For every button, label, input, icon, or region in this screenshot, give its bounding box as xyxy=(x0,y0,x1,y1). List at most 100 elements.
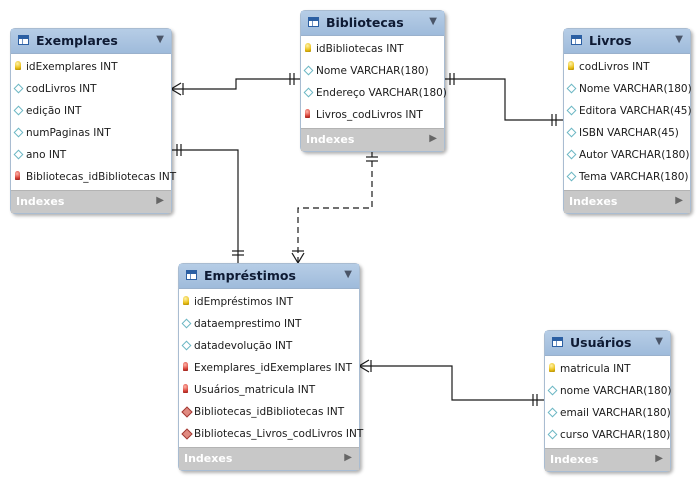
column-label: Editora VARCHAR(45) xyxy=(579,105,692,117)
column-label: nome VARCHAR(180) xyxy=(560,385,672,397)
relationship-bibliotecas-emprestimos xyxy=(297,151,373,263)
column-label: curso VARCHAR(180) xyxy=(560,429,671,441)
indexes-section[interactable]: Indexes▶ xyxy=(545,448,670,471)
column-label: numPaginas INT xyxy=(26,127,111,139)
column-row[interactable]: matricula INT xyxy=(545,358,670,380)
column-row[interactable]: edição INT xyxy=(11,100,171,122)
column-row[interactable]: codLivros INT xyxy=(11,78,171,100)
column-row[interactable]: ano INT xyxy=(11,144,171,166)
column-icon xyxy=(181,340,192,351)
collapse-arrow-icon[interactable]: ▼ xyxy=(429,16,437,27)
column-row[interactable]: Tema VARCHAR(180) xyxy=(564,166,690,188)
table-bibliotecas[interactable]: Bibliotecas ▼ idBibliotecas INT Nome VARCHA… xyxy=(300,10,447,152)
column-icon xyxy=(13,149,24,160)
table-header[interactable]: Bibliotecas ▼ xyxy=(301,11,444,36)
column-row[interactable]: datadevolução INT xyxy=(179,335,359,357)
column-row[interactable]: numPaginas INT xyxy=(11,122,171,144)
foreign-key-icon xyxy=(305,109,310,118)
column-row[interactable]: Nome VARCHAR(180) xyxy=(301,60,444,82)
column-row[interactable]: Editora VARCHAR(45) xyxy=(564,100,692,122)
expand-arrow-icon[interactable]: ▶ xyxy=(344,452,352,463)
column-label: ISBN VARCHAR(45) xyxy=(579,127,679,139)
column-icon xyxy=(303,87,314,98)
expand-arrow-icon[interactable]: ▶ xyxy=(655,453,663,464)
column-list: codLivros INT Nome VARCHAR(180) Editora VA… xyxy=(564,54,692,190)
indexes-section[interactable]: Indexes ▶ xyxy=(301,128,444,151)
column-list: idExemplares INT codLivros INT edição INT n… xyxy=(11,54,176,190)
collapse-arrow-icon[interactable]: ▼ xyxy=(655,336,663,347)
collapse-arrow-icon[interactable]: ▼ xyxy=(156,34,164,45)
column-row[interactable]: Usuários_matricula INT xyxy=(179,379,359,401)
column-row[interactable]: idBibliotecas INT xyxy=(301,38,444,60)
column-label: ano INT xyxy=(26,149,67,161)
relationship-exemplares-emprestimos xyxy=(171,149,239,263)
table-icon xyxy=(571,35,582,45)
expand-arrow-icon[interactable]: ▶ xyxy=(429,133,437,144)
column-row[interactable]: Exemplares_idExemplares INT xyxy=(179,357,359,379)
column-icon xyxy=(13,83,24,94)
column-label: codLivros INT xyxy=(26,83,97,95)
column-row[interactable]: Bibliotecas_idBibliotecas INT xyxy=(11,166,176,188)
table-exemplares[interactable]: Exemplares▼ idExemplares INT codLivros INT… xyxy=(10,28,176,214)
relationship-exemplares-bibliotecas xyxy=(171,78,300,90)
table-header[interactable]: Exemplares▼ xyxy=(11,29,171,54)
table-icon xyxy=(18,35,29,45)
column-row[interactable]: idExemplares INT xyxy=(11,56,171,78)
table-usuarios[interactable]: Usuários ▼ matricula INT nome VARCHAR(180) e… xyxy=(544,330,672,472)
column-icon xyxy=(547,385,558,396)
column-row[interactable]: codLivros INT xyxy=(564,56,690,78)
column-label: Exemplares_idExemplares INT xyxy=(194,362,353,374)
table-icon xyxy=(308,17,319,27)
column-icon xyxy=(303,65,314,76)
column-row[interactable]: Livros_codLivros INT xyxy=(301,104,444,126)
column-label: Bibliotecas_Livros_codLivros INT xyxy=(194,428,364,440)
column-row[interactable]: curso VARCHAR(180) xyxy=(545,424,670,446)
column-label: Nome VARCHAR(180) xyxy=(579,83,692,95)
column-label: codLivros INT xyxy=(579,61,650,73)
table-name: Bibliotecas xyxy=(326,15,404,30)
column-label: Tema VARCHAR(180) xyxy=(579,171,689,183)
collapse-arrow-icon[interactable]: ▼ xyxy=(344,269,352,280)
column-row[interactable]: Autor VARCHAR(180) xyxy=(564,144,690,166)
column-row[interactable]: email VARCHAR(180) xyxy=(545,402,671,424)
foreign-key-icon xyxy=(15,171,20,180)
column-icon xyxy=(13,105,24,116)
indexes-label: Indexes xyxy=(569,195,618,208)
table-header[interactable]: Livros▼ xyxy=(564,29,690,54)
table-name: Usuários xyxy=(570,335,632,350)
column-label: idExemplares INT xyxy=(26,61,118,73)
column-row[interactable]: Endereço VARCHAR(180) xyxy=(301,82,447,104)
table-emprestimos[interactable]: Empréstimos▼ idEmpréstimos INT dataemprest… xyxy=(178,263,363,471)
column-label: idEmpréstimos INT xyxy=(194,296,293,308)
column-row[interactable]: ISBN VARCHAR(45) xyxy=(564,122,690,144)
column-label: dataemprestimo INT xyxy=(194,318,302,330)
column-label: datadevolução INT xyxy=(194,340,293,352)
relationship-usuarios-emprestimos xyxy=(359,365,544,401)
foreign-key-diamond-icon xyxy=(181,428,193,440)
indexes-section[interactable]: Indexes▶ xyxy=(11,190,171,213)
column-row[interactable]: nome VARCHAR(180) xyxy=(545,380,672,402)
table-header[interactable]: Usuários ▼ xyxy=(545,331,670,356)
foreign-key-icon xyxy=(183,384,188,393)
primary-key-icon xyxy=(15,61,21,70)
indexes-section[interactable]: Indexes ▶ xyxy=(179,447,359,470)
indexes-label: Indexes xyxy=(184,452,233,465)
column-label: Bibliotecas_idBibliotecas INT xyxy=(26,171,177,183)
expand-arrow-icon[interactable]: ▶ xyxy=(156,195,164,206)
column-label: Nome VARCHAR(180) xyxy=(316,65,429,77)
indexes-section[interactable]: Indexes ▶ xyxy=(564,190,690,213)
column-row[interactable]: Nome VARCHAR(180) xyxy=(564,78,692,100)
collapse-arrow-icon[interactable]: ▼ xyxy=(675,34,683,45)
column-row[interactable]: Bibliotecas_idBibliotecas INT xyxy=(179,401,359,423)
table-livros[interactable]: Livros▼ codLivros INT Nome VARCHAR(180) Edi… xyxy=(563,28,692,214)
table-header[interactable]: Empréstimos▼ xyxy=(179,264,359,289)
column-row[interactable]: dataemprestimo INT xyxy=(179,313,359,335)
column-row[interactable]: Bibliotecas_Livros_codLivros INT xyxy=(179,423,363,445)
expand-arrow-icon[interactable]: ▶ xyxy=(675,195,683,206)
column-row[interactable]: idEmpréstimos INT xyxy=(179,291,359,313)
primary-key-icon xyxy=(305,43,311,52)
indexes-label: Indexes xyxy=(306,133,355,146)
column-label: Bibliotecas_idBibliotecas INT xyxy=(194,406,345,418)
table-icon xyxy=(186,270,197,280)
